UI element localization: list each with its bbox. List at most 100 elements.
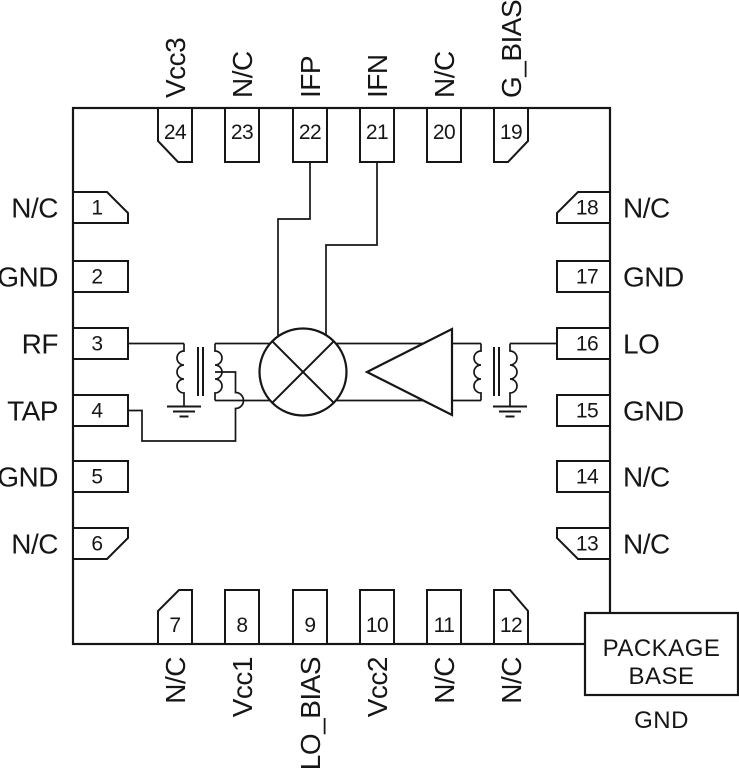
- pin-15-label: GND: [623, 396, 684, 427]
- pin-8-number: 8: [236, 614, 247, 637]
- package-base-box: [583, 611, 739, 697]
- ifp-wire: [277, 162, 311, 345]
- pin-9-number: 9: [304, 614, 315, 637]
- pin-9-label: LO_BIAS: [295, 657, 326, 770]
- pin-24-pad: [157, 107, 193, 163]
- pin-15-pad: [556, 394, 611, 427]
- pin-20-pad: [426, 107, 462, 163]
- pin-3-pad: [72, 327, 129, 360]
- package-base-title-line2: BASE: [628, 663, 694, 690]
- pin-17-label: GND: [623, 262, 684, 293]
- pin-14-label: N/C: [623, 462, 670, 493]
- pin-9-pad: [292, 589, 328, 645]
- pin-14-pad: [556, 460, 611, 493]
- pin-5-pad: [72, 460, 129, 493]
- pin-21: 21 IFN: [359, 54, 395, 163]
- pin-3-label: RF: [22, 329, 58, 360]
- pin-12-label: N/C: [496, 657, 527, 704]
- mixer-x: [271, 340, 335, 404]
- package-base-ground-label: GND: [634, 707, 689, 734]
- pin-20: 20 N/C: [426, 51, 462, 163]
- pin-19-pad: [493, 107, 529, 163]
- tap-wire: [128, 371, 245, 442]
- pin-18: 18 N/C: [556, 191, 671, 224]
- ifn-wire: [325, 162, 378, 345]
- pin-16-number: 16: [576, 333, 598, 356]
- pin-20-number: 20: [433, 121, 455, 144]
- pin-17-pad: [556, 260, 611, 293]
- pin-7-label: N/C: [160, 657, 191, 704]
- transformer-right-core: [493, 347, 500, 396]
- pin-11-number: 11: [434, 614, 455, 637]
- pin-2-pad: [72, 260, 129, 293]
- pin-21-number: 21: [366, 121, 388, 144]
- pin-1-number: 1: [91, 197, 102, 220]
- pin-7-number: 7: [169, 614, 180, 637]
- pin-8-pad: [224, 589, 260, 645]
- pin-23-number: 23: [231, 121, 253, 144]
- pin-16: 16 LO: [556, 327, 660, 360]
- pin-6-pad: [72, 527, 129, 560]
- pin-9: 9 LO_BIAS: [292, 589, 328, 770]
- pin-21-pad: [359, 107, 395, 163]
- pin-4-label: TAP: [7, 396, 58, 427]
- ground-icon: [167, 405, 201, 418]
- pin-21-label: IFN: [362, 54, 393, 98]
- pin-6-number: 6: [91, 533, 102, 556]
- pin-13-pad: [556, 527, 611, 560]
- package-base: PACKAGE BASE GND: [583, 611, 739, 734]
- pin-18-number: 18: [576, 197, 598, 220]
- transformer-right-secondary-coil: [509, 343, 518, 406]
- pin-23-label: N/C: [227, 51, 258, 98]
- pin-5-number: 5: [91, 466, 102, 489]
- pin-14-number: 14: [576, 466, 599, 489]
- pin-24-label: Vcc3: [160, 38, 191, 98]
- pin-1-label: N/C: [11, 193, 58, 224]
- pin-2-label: GND: [0, 262, 58, 293]
- pin-13-label: N/C: [623, 529, 670, 560]
- pin-22: 22 IFP: [292, 56, 328, 163]
- pin-13: 13 N/C: [556, 527, 671, 560]
- package-base-title-line1: PACKAGE: [603, 635, 721, 662]
- pin-3: 3 RF: [22, 327, 129, 360]
- pin-18-label: N/C: [623, 193, 670, 224]
- pin-12-number: 12: [500, 614, 522, 637]
- pin-11-label: N/C: [429, 657, 460, 704]
- pin-10: 10 Vcc2: [359, 589, 395, 717]
- pin-16-pad: [556, 327, 611, 360]
- transformer-left-core: [197, 347, 204, 396]
- pin-14: 14 N/C: [556, 460, 671, 493]
- transformer-left-secondary-coil: [214, 343, 223, 401]
- transformer-left-icon: [167, 343, 223, 418]
- pin-2: 2 GND: [0, 260, 129, 293]
- pin-3-number: 3: [91, 333, 102, 356]
- pin-17-number: 17: [576, 266, 598, 289]
- pin-24-number: 24: [164, 121, 187, 144]
- pin-10-label: Vcc2: [362, 657, 393, 717]
- pin-16-label: LO: [623, 329, 659, 360]
- pin-2-number: 2: [91, 266, 102, 289]
- pin-24: 24 Vcc3: [157, 38, 193, 163]
- pin-5-label: GND: [0, 462, 58, 493]
- pin-6: 6 N/C: [11, 527, 129, 560]
- pin-8: 8 Vcc1: [224, 589, 260, 717]
- pin-15: 15 GND: [556, 394, 684, 427]
- pin-5: 5 GND: [0, 460, 129, 493]
- ground-icon: [493, 405, 527, 418]
- pin-20-label: N/C: [429, 51, 460, 98]
- pin-22-label: IFP: [295, 56, 326, 98]
- pin-12: 12 N/C: [493, 589, 529, 704]
- pin-22-number: 22: [299, 121, 321, 144]
- pin-1-pad: [72, 191, 129, 224]
- pin-17: 17 GND: [556, 260, 684, 293]
- pin-7: 7 N/C: [157, 589, 193, 704]
- pin-22-pad: [292, 107, 328, 163]
- pin-19-label: G_BIAS: [496, 0, 527, 98]
- pin-4-pad: [72, 394, 129, 427]
- pin-10-pad: [359, 589, 395, 645]
- transformer-right-icon: [473, 343, 527, 418]
- pin-19: 19 G_BIAS: [493, 0, 529, 163]
- pin-15-number: 15: [576, 400, 598, 423]
